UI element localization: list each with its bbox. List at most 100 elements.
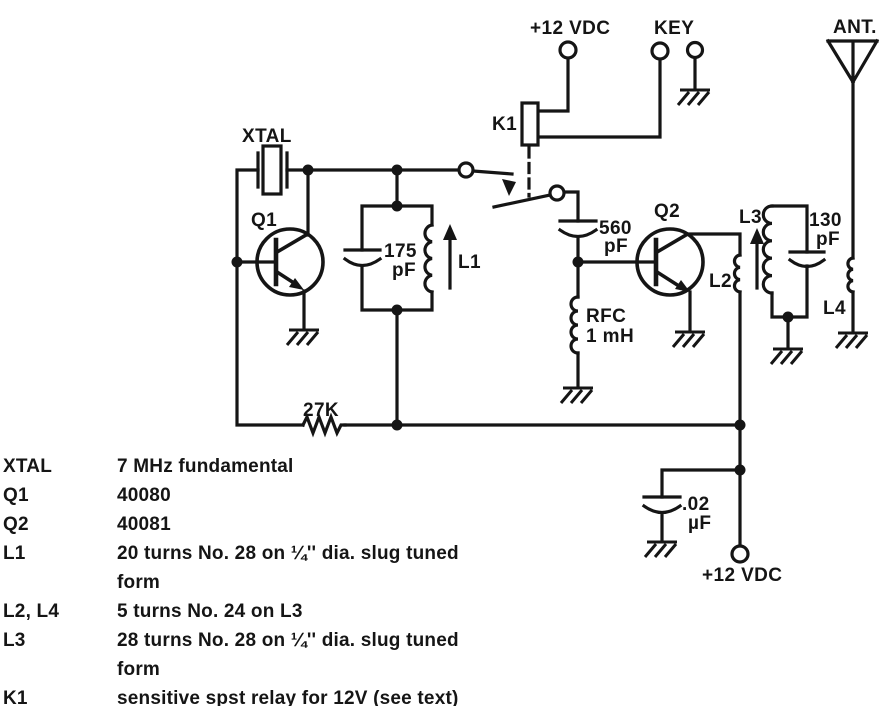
part-ref: XTAL [3,456,52,477]
l4-coil [846,256,855,294]
antenna-symbol [825,38,880,260]
l1-coil [423,223,434,294]
parts-row-k1: K1 sensitive spst relay for 12V (see tex… [3,684,563,706]
label-cap560-value: 560 [599,218,632,239]
terminal-12vdc-top [558,40,578,60]
l3-coil [761,204,774,295]
terminal-key-1 [650,41,670,61]
xtal-body [261,144,283,196]
terminal-12vdc-bottom [730,544,750,564]
junction-dot [782,311,794,323]
left-rail-and-bottom-rail [235,168,742,427]
label-12vdc-top: +12 VDC [530,18,610,39]
xtal-plates [256,151,289,189]
label-k1: K1 [492,114,517,135]
q1-collector-lead [274,232,309,255]
part-desc: sensitive spst relay for 12V (see text) [117,688,459,706]
part-ref: L1 [3,543,26,564]
rfc-coil [569,295,580,355]
bypass-branch-wire [660,468,742,499]
parts-row-q2: Q2 40081 [3,510,563,539]
switch-blade [492,193,552,209]
ground-l4 [834,331,870,350]
ground-q2-emitter [671,330,707,349]
k1-wires [536,56,662,139]
ground-rfc [559,386,595,405]
junction-dot [231,256,243,268]
ground-key [676,88,712,107]
ground-tank2 [769,347,805,366]
label-xtal: XTAL [242,126,292,147]
q2-transistor-body [635,227,705,297]
part-ref: K1 [3,688,28,706]
part-ref: Q1 [3,485,29,506]
part-ref: Q2 [3,514,29,535]
cap-175pf-symbol [342,248,383,268]
label-rfc-name: RFC [586,306,626,327]
parts-list: XTAL 7 MHz fundamental Q1 40080 Q2 40081… [3,452,563,706]
junction-dot [391,304,403,316]
junction-dot [302,164,314,176]
junction-dot [391,419,403,431]
label-cap560-unit: pF [604,236,628,257]
junction-dot [391,164,403,176]
label-cap02-unit: µF [688,513,711,534]
label-cap130-value: 130 [809,210,842,231]
terminals [457,40,750,564]
junction-dot [734,419,746,431]
switch-contact-left [457,161,475,179]
label-12vdc-bottom: +12 VDC [702,565,782,586]
ground-bypass-cap [643,540,679,559]
switch-contact-right [548,184,566,202]
part-desc: 5 turns No. 24 on L3 [117,601,303,622]
label-cap175-unit: pF [392,260,416,281]
part-desc: 28 turns No. 28 on ¼'' dia. slug tuned f… [117,630,459,680]
junction-dots [231,164,794,476]
tank2-frame [770,204,809,349]
label-q1: Q1 [251,210,277,231]
part-ref: L3 [3,630,26,651]
junction-dot [391,200,403,212]
label-l4: L4 [823,298,846,319]
part-ref: L2, L4 [3,601,60,622]
q1-emitter-lead [274,269,297,286]
parts-row-l3: L3 28 turns No. 28 on ¼'' dia. slug tune… [3,626,563,684]
label-q2: Q2 [654,201,680,222]
l3-slug-arrow-head [750,228,764,244]
label-27k: 27K [303,400,339,421]
label-l1: L1 [458,252,481,273]
switch-output-wire [562,190,580,223]
switch-arm-arrow [502,179,516,196]
junction-dot [734,464,746,476]
parts-row-l2-l4: L2, L4 5 turns No. 24 on L3 [3,597,563,626]
cap-560pf-symbol [557,219,599,264]
arrowheads [289,179,764,292]
label-antenna: ANT. [833,17,877,38]
switch-stub [471,169,514,176]
label-cap130-unit: pF [816,229,840,250]
label-l2: L2 [709,271,732,292]
k1-relay-coil [520,101,540,147]
q2-collector-lead [654,232,689,255]
parts-row-xtal: XTAL 7 MHz fundamental [3,452,563,481]
part-desc: 40080 [117,485,171,506]
part-desc: 20 turns No. 28 on ¼'' dia. slug tuned f… [117,543,459,593]
part-desc: 7 MHz fundamental [117,456,294,477]
resistor-27k [300,412,347,438]
q2-emitter-lead [654,269,682,289]
label-l3: L3 [739,207,762,228]
junction-dot [572,256,584,268]
cap-02uf-symbol [641,495,683,542]
label-rfc-value: 1 mH [586,326,634,347]
parts-row-q1: Q1 40080 [3,481,563,510]
terminal-key-2 [685,40,705,60]
parts-row-l1: L1 20 turns No. 28 on ¼'' dia. slug tune… [3,539,563,597]
ground-q1-emitter [285,328,321,347]
label-cap02-value: .02 [682,494,710,515]
l1-slug-arrow-head [443,224,457,240]
q2-collector-wire [685,232,742,257]
label-cap175-value: 175 [384,241,417,262]
q2-emitter-arrow [675,280,690,292]
